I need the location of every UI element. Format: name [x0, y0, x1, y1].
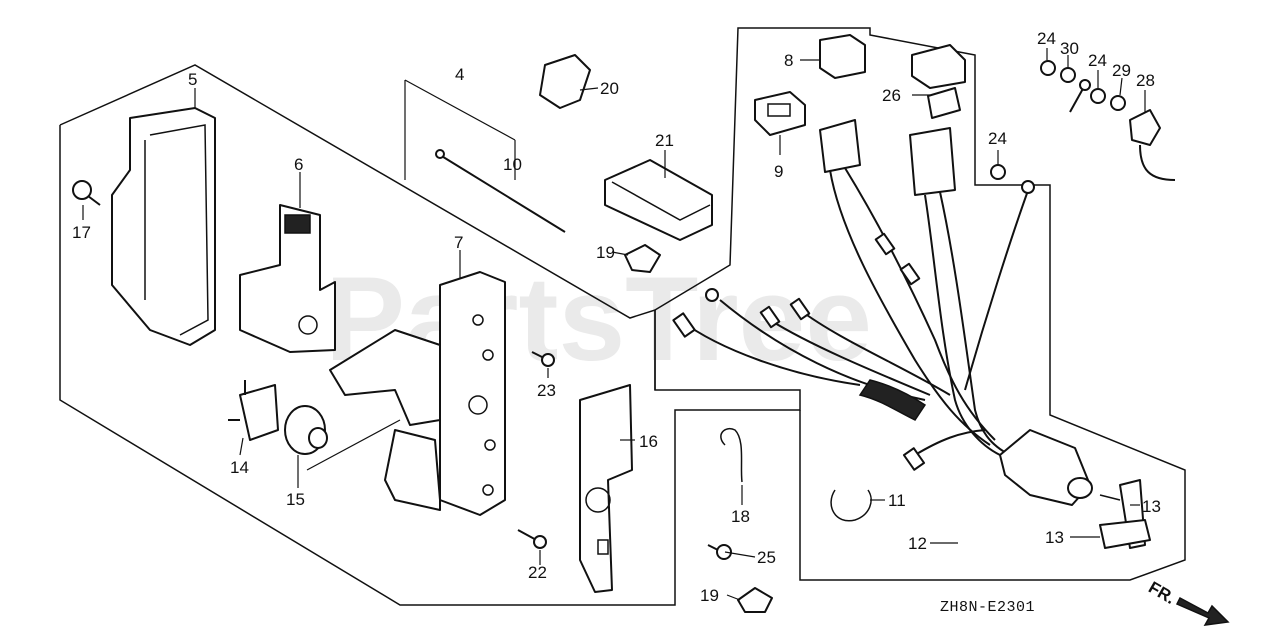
part-24-nut-b [1090, 88, 1106, 104]
callout-24-c: 24 [988, 129, 1007, 148]
callout-24-a: 24 [1037, 29, 1056, 48]
callout-8: 8 [784, 51, 793, 70]
part-29-washer [1110, 95, 1126, 111]
part-14-switch [228, 380, 279, 441]
callout-23: 23 [537, 381, 556, 400]
direction-label: FR. [1145, 578, 1178, 608]
callout-10: 10 [503, 155, 522, 174]
part-9-fuse-holder [754, 91, 806, 136]
callout-20: 20 [600, 79, 619, 98]
wiring-harness [672, 119, 1035, 471]
callout-14: 14 [230, 458, 249, 477]
part-15-breaker [284, 405, 328, 455]
callout-26: 26 [882, 86, 901, 105]
callout-25: 25 [757, 548, 776, 567]
part-22-screw [517, 529, 547, 549]
direction-indicator: FR. [1145, 578, 1230, 626]
part-17-bolt [72, 180, 101, 206]
callout-18: 18 [731, 507, 750, 526]
part-30-washer [1060, 67, 1076, 83]
part-18-clip [720, 428, 743, 483]
part-23-screw [531, 351, 555, 367]
callout-11: 11 [888, 491, 906, 510]
callout-22: 22 [528, 563, 547, 582]
callout-29: 29 [1112, 61, 1131, 80]
callout-6: 6 [294, 155, 303, 174]
part-19-clamp-upper [624, 244, 661, 273]
part-5-control-box-cover [111, 107, 216, 346]
front-arrow-icon [1175, 596, 1230, 626]
callout-24-b: 24 [1088, 51, 1107, 70]
callout-17: 17 [72, 223, 91, 242]
callout-30: 30 [1060, 39, 1079, 58]
part-13-terminal-b [1099, 519, 1151, 549]
part-6-bracket [239, 204, 336, 353]
callout-21: 21 [655, 131, 674, 150]
part-24-nut-a [1040, 60, 1056, 76]
callout-13-b: 13 [1045, 528, 1064, 547]
callout-13-a: 13 [1142, 497, 1161, 516]
assembly-boundary-left [59, 64, 801, 606]
callout-19-upper: 19 [596, 243, 615, 262]
part-24-nut-c [990, 164, 1006, 180]
callout-19-lower: 19 [700, 586, 719, 605]
callout-7: 7 [454, 233, 463, 252]
part-19-clamp-lower [737, 587, 773, 613]
callout-16: 16 [639, 432, 658, 451]
ground-lead [1069, 79, 1091, 113]
part-11-clip [830, 489, 872, 522]
part-25-bolt [707, 544, 732, 560]
callout-5: 5 [188, 70, 197, 89]
callout-12: 12 [908, 534, 927, 553]
part-8-relay [819, 34, 866, 79]
callout-4: 4 [455, 65, 464, 84]
leader-lines [82, 48, 1146, 601]
part-16-plate [579, 384, 633, 593]
part-21-pad [604, 159, 713, 241]
part-26-fuse-cap [911, 44, 966, 119]
callout-15: 15 [286, 490, 305, 509]
part-28-plug [1129, 109, 1176, 181]
part-7-control-panel [329, 271, 506, 516]
part-10-cable [435, 149, 566, 233]
assembly-boundary-right [654, 27, 1186, 581]
part-20-clip [539, 54, 591, 109]
callout-9: 9 [774, 162, 783, 181]
diagram-code: ZH8N-E2301 [940, 599, 1035, 616]
part-12-outlet [999, 429, 1093, 506]
callout-28: 28 [1136, 71, 1155, 90]
